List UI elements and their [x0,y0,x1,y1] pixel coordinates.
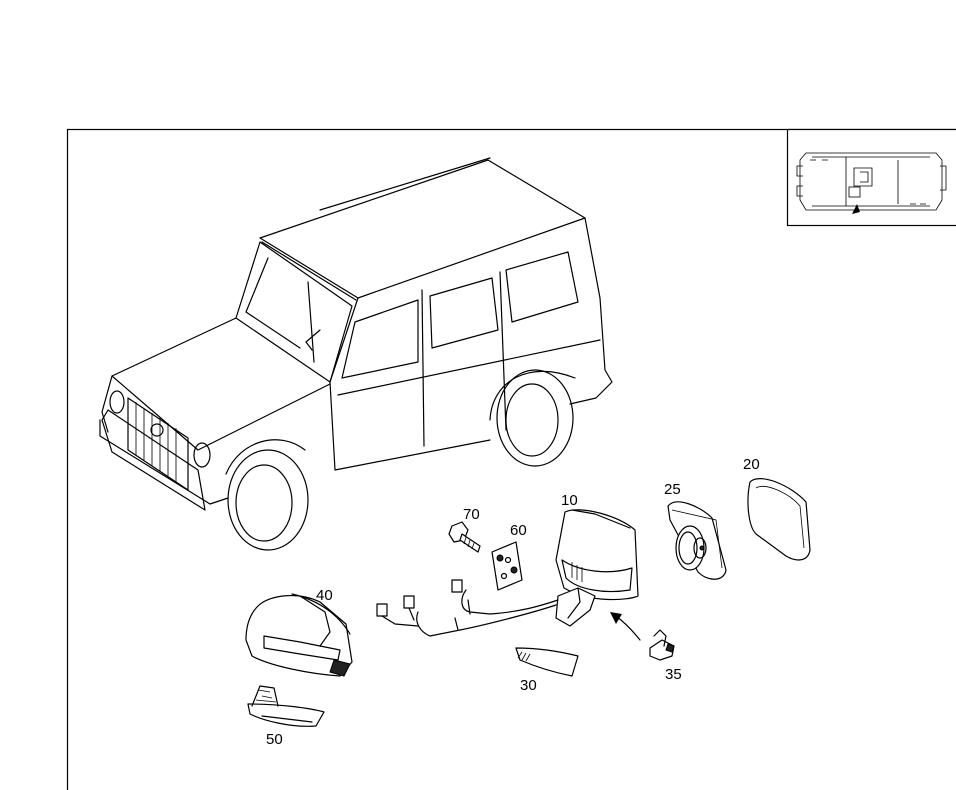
callout-10: 10 [561,492,578,509]
vehicle-illustration [99,157,613,551]
callout-60: 60 [510,522,527,539]
callout-30: 30 [520,677,537,694]
callout-20: 20 [743,456,760,473]
part-10-mirror-housing [555,509,639,627]
diagram-frame [66,128,956,790]
callout-25: 25 [664,481,681,498]
callout-50: 50 [266,731,283,748]
part-50-indicator-lamp [247,685,325,727]
callout-40: 40 [316,587,333,604]
assembly-arrow [610,612,641,641]
part-70-screw [448,521,481,553]
wiring-harness [376,579,559,637]
part-30-trim-strip [515,647,579,677]
callout-70: 70 [463,506,480,523]
part-20-mirror-glass [747,478,811,561]
part-25-actuator [667,501,727,580]
locator-inset [786,128,956,227]
callout-35: 35 [665,666,682,683]
part-40-mirror-cover [245,593,353,677]
part-60-plate [491,541,523,591]
part-35-clip [649,629,675,661]
